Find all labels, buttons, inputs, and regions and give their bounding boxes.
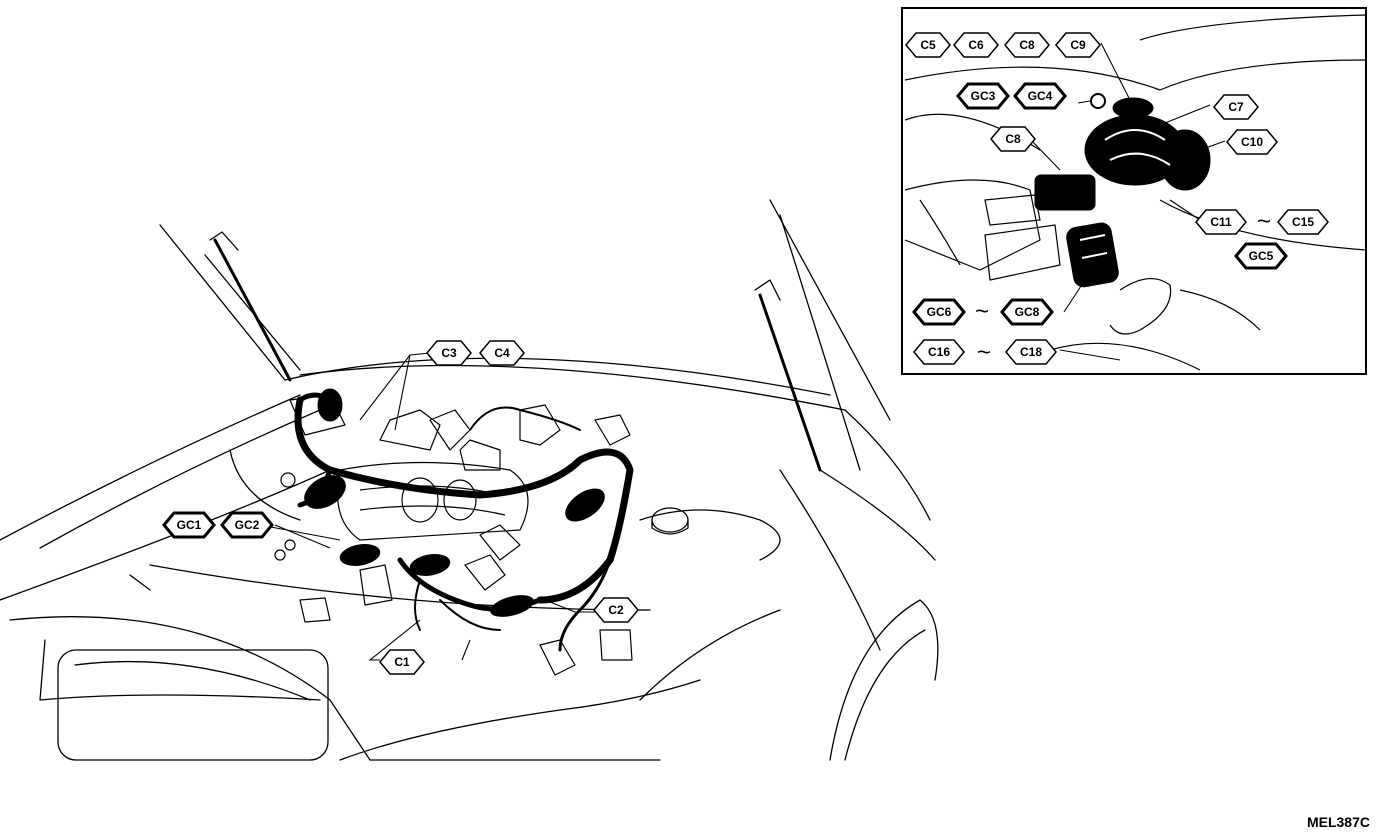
- label-badge-outline: [426, 340, 472, 366]
- label-badge-outline: [1000, 298, 1054, 326]
- label-badge-text: C10: [1241, 135, 1263, 149]
- label-badge-c7: C7: [1213, 94, 1259, 120]
- label-badge-outline: [162, 511, 216, 539]
- label-badge-outline: [953, 32, 999, 58]
- label-badge-text: GC4: [1028, 89, 1053, 103]
- label-badge-c8: C8: [1004, 32, 1050, 58]
- label-badge-c11: C11: [1195, 209, 1247, 235]
- label-badge-text: GC1: [177, 518, 202, 532]
- label-badge-outline: [1005, 339, 1057, 365]
- label-badge-text: GC2: [235, 518, 260, 532]
- label-badge-text: GC8: [1015, 305, 1040, 319]
- label-badge-outline: [905, 32, 951, 58]
- label-badge-text: C7: [1228, 100, 1244, 114]
- label-badge-text: C3: [441, 346, 457, 360]
- label-badge-c4: C4: [479, 340, 525, 366]
- label-badge-outline: [220, 511, 274, 539]
- label-badge-outline: [990, 126, 1036, 152]
- label-badge-outline: [1213, 94, 1259, 120]
- label-badge-text: C18: [1020, 345, 1042, 359]
- label-badge-outline: [479, 340, 525, 366]
- label-badge-c5: C5: [905, 32, 951, 58]
- label-badge-text: C8: [1005, 132, 1021, 146]
- range-tilde-gc6-gc8: ~: [975, 298, 989, 325]
- label-badge-outline: [1055, 32, 1101, 58]
- label-badge-outline: [1013, 82, 1067, 110]
- label-badge-text: C2: [608, 603, 624, 617]
- label-badge-c9: C9: [1055, 32, 1101, 58]
- label-badge-c2: C2: [593, 597, 639, 623]
- label-badge-c8: C8: [990, 126, 1036, 152]
- car-body-outline: [0, 199, 939, 761]
- label-badge-text: C8: [1019, 38, 1035, 52]
- label-badge-c3: C3: [426, 340, 472, 366]
- label-badge-gc8: GC8: [1000, 298, 1054, 326]
- label-badge-gc1: GC1: [162, 511, 216, 539]
- label-badge-text: GC3: [971, 89, 996, 103]
- label-badge-gc4: GC4: [1013, 82, 1067, 110]
- label-badge-text: C15: [1292, 215, 1314, 229]
- label-badge-outline: [913, 339, 965, 365]
- label-badge-outline: [379, 649, 425, 675]
- label-badge-outline: [956, 82, 1010, 110]
- label-badge-text: C1: [394, 655, 410, 669]
- label-badge-c15: C15: [1277, 209, 1329, 235]
- label-badge-c1: C1: [379, 649, 425, 675]
- label-badge-gc3: GC3: [956, 82, 1010, 110]
- figure-id: MEL387C: [1306, 814, 1370, 830]
- label-badge-outline: [1004, 32, 1050, 58]
- range-tilde-c11-c15: ~: [1257, 208, 1271, 235]
- range-tilde-c16-c18: ~: [977, 339, 991, 366]
- inset-leader-lines: [1029, 42, 1226, 361]
- label-badge-gc2: GC2: [220, 511, 274, 539]
- label-badge-outline: [1195, 209, 1247, 235]
- label-badge-text: C11: [1210, 215, 1232, 229]
- label-badge-text: GC5: [1249, 249, 1274, 263]
- range-tildes: ~ ~ ~: [975, 208, 1271, 366]
- label-badge-text: GC6: [927, 305, 952, 319]
- label-badge-outline: [1234, 242, 1288, 270]
- main-leader-lines: [259, 352, 597, 661]
- label-badge-text: C6: [968, 38, 984, 52]
- harness-connectors: [304, 388, 605, 617]
- label-badge-text: C5: [920, 38, 936, 52]
- label-badge-c10: C10: [1226, 129, 1278, 155]
- label-badge-c16: C16: [913, 339, 965, 365]
- label-badge-gc6: GC6: [912, 298, 966, 326]
- inset-highlights: [1079, 129, 1171, 259]
- label-badge-outline: [1226, 129, 1278, 155]
- label-badge-text: C16: [928, 345, 950, 359]
- label-badge-outline: [1277, 209, 1329, 235]
- label-badge-gc5: GC5: [1234, 242, 1288, 270]
- engine-assembly: [274, 394, 633, 676]
- label-badge-text: C9: [1070, 38, 1086, 52]
- label-badge-text: C4: [494, 346, 510, 360]
- label-badge-outline: [593, 597, 639, 623]
- label-badge-outline: [912, 298, 966, 326]
- inset-detail-frame: [901, 7, 1367, 375]
- label-badge-c6: C6: [953, 32, 999, 58]
- label-badge-c18: C18: [1005, 339, 1057, 365]
- inset-connectors: [1034, 93, 1211, 288]
